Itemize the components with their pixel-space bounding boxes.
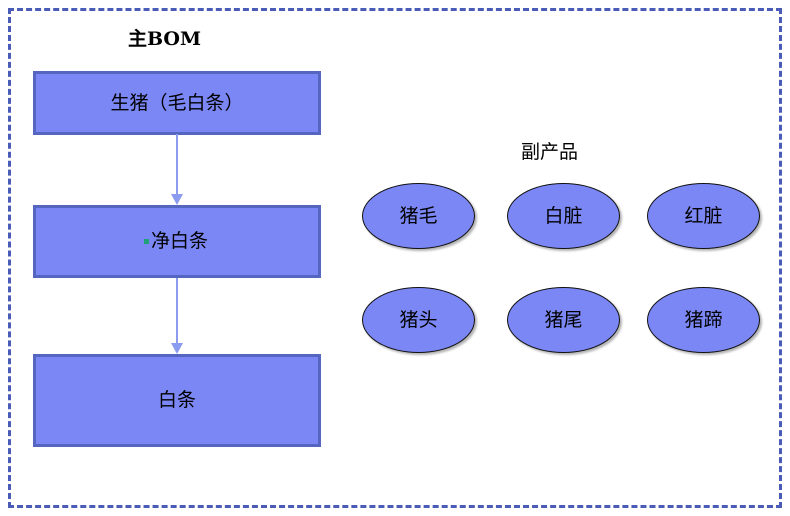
byproduct-node-label: 白脏 [544,204,583,227]
arrow-head-icon [171,343,183,354]
byproduct-node-pig-trotter[interactable]: 猪蹄 [647,287,760,353]
flow-arrow-2 [169,278,185,354]
flow-arrow-1 [169,134,185,205]
process-node-label: 生猪（毛白条） [110,91,244,114]
byproduct-node-white-offal[interactable]: 白脏 [507,183,620,249]
byproduct-node-pig-tail[interactable]: 猪尾 [507,287,620,353]
byproduct-node-label: 红脏 [684,204,723,227]
process-node-label-wrapper: 净白条 [143,230,208,252]
byproduct-node-pig-hair[interactable]: 猪毛 [362,183,475,249]
byproduct-node-pig-head[interactable]: 猪头 [362,287,475,353]
process-node-raw-pig[interactable]: 生猪（毛白条） [33,71,321,135]
byproduct-node-red-offal[interactable]: 红脏 [647,183,760,249]
byproduct-node-label: 猪尾 [544,308,583,331]
diagram-outer-frame [8,8,782,508]
byproduct-node-label: 猪毛 [399,204,438,227]
byproduct-node-label: 猪蹄 [684,308,723,331]
arrow-head-icon [171,194,183,205]
main-bom-title: 主BOM [128,28,201,50]
byproducts-title: 副产品 [521,141,579,163]
arrow-shaft [176,278,178,343]
square-bullet-icon [143,238,149,244]
process-node-carcass[interactable]: 白条 [33,354,321,447]
byproduct-node-label: 猪头 [399,308,438,331]
process-node-label: 白条 [157,389,196,411]
arrow-shaft [176,134,178,194]
process-node-clean-carcass[interactable]: 净白条 [33,205,321,278]
process-node-label: 净白条 [150,230,208,252]
